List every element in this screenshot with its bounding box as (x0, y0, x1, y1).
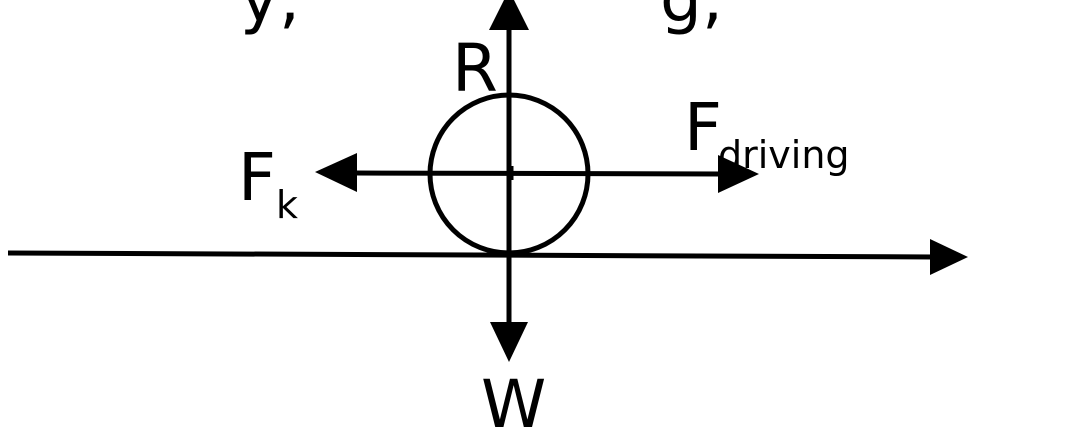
reaction-arrowhead (489, 0, 529, 30)
weight-arrowhead (490, 322, 528, 362)
friction-force-label: Fk (238, 145, 298, 225)
friction-arrowhead (315, 153, 357, 192)
driving-force-subscript: driving (717, 133, 850, 177)
cropped-text-left: y, (240, 0, 300, 37)
friction-force-symbol: F (238, 139, 276, 216)
reaction-force-label: R (452, 30, 498, 107)
horizontal-force-line (354, 170, 723, 177)
cropped-text-right: g, (660, 0, 723, 37)
driving-force-symbol: F (684, 89, 722, 166)
cropped-top-text: y, g, (240, 0, 723, 37)
ground-arrowhead (930, 239, 968, 275)
driving-arrowhead (718, 155, 759, 193)
ground-line (7, 250, 936, 260)
friction-force-subscript: k (275, 183, 298, 227)
driving-force-label: Fdriving (684, 95, 854, 175)
weight-force-label: W (481, 366, 547, 443)
